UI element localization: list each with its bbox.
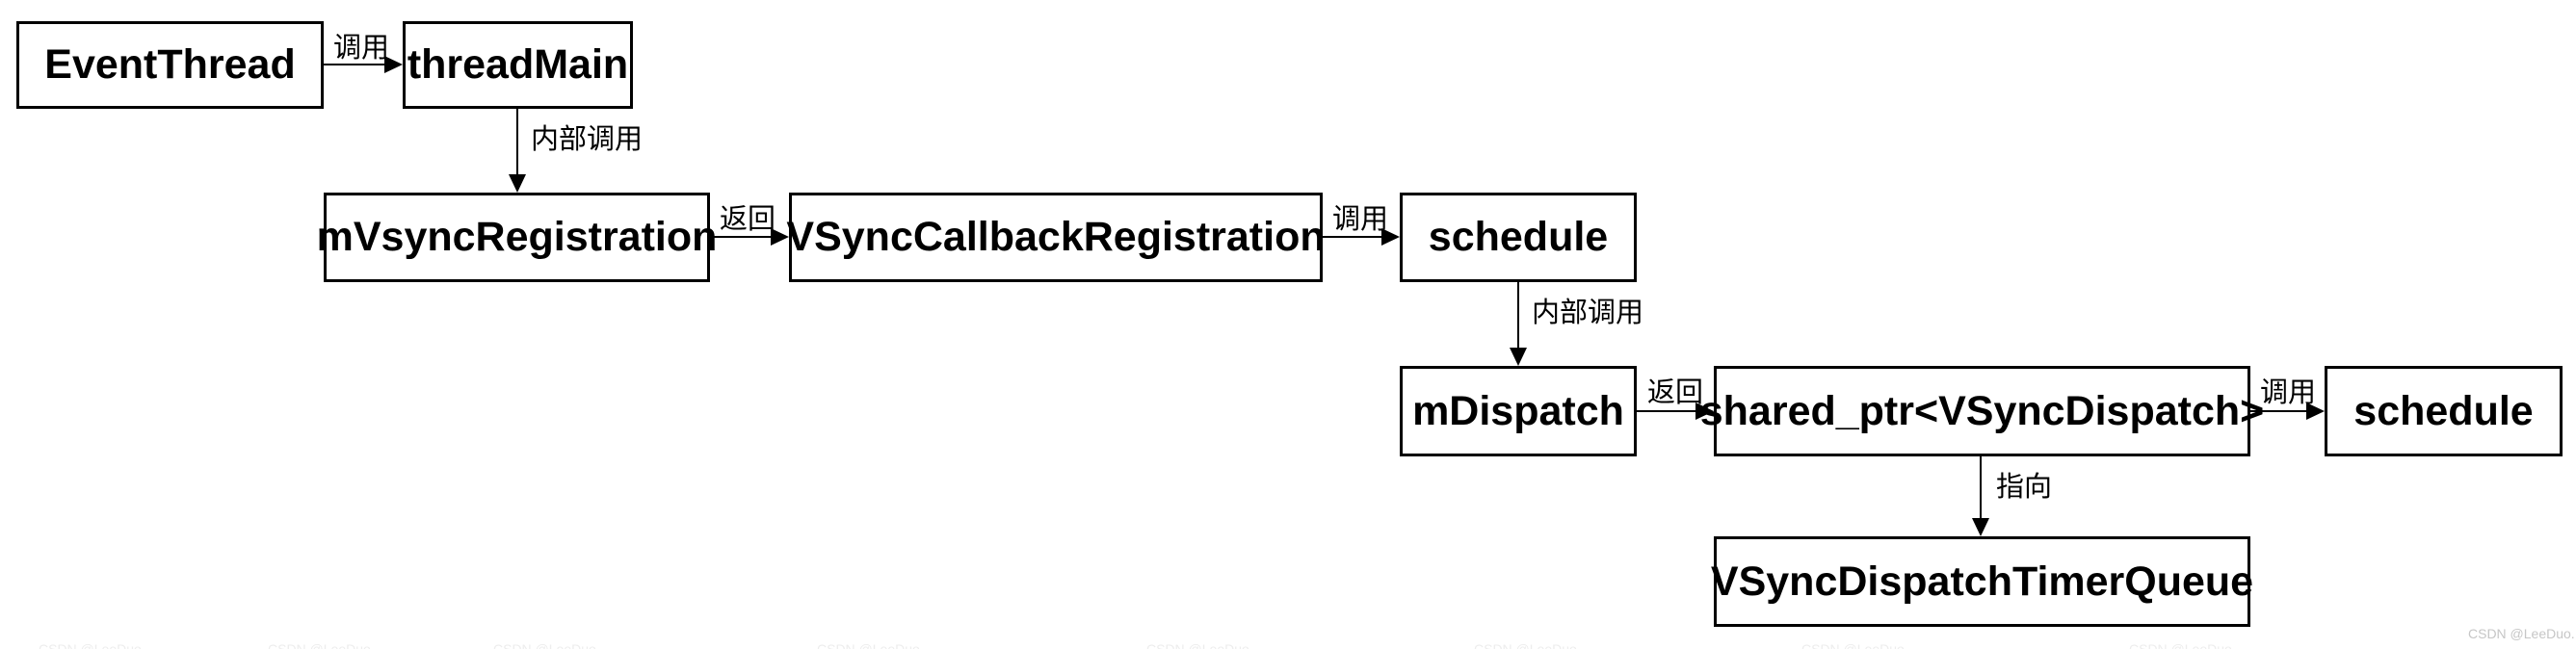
- node-threadmain-label: threadMain: [407, 41, 629, 88]
- edge-return-2-label: 返回: [1647, 377, 1704, 408]
- edge-call-2-arrowhead-icon: [1381, 228, 1400, 246]
- watermark: CSDN @LeeDuo.: [2468, 626, 2575, 641]
- edge-call-1-label: 调用: [333, 33, 390, 64]
- edge-points-to-label: 指向: [1996, 472, 2053, 503]
- edge-internal-call-1-label: 内部调用: [531, 124, 644, 155]
- edge-call-2-label: 调用: [1332, 204, 1389, 235]
- node-vsyncdispatchtimerqueue: VSyncDispatchTimerQueue: [1710, 536, 2254, 627]
- node-schedule-2-label: schedule: [2353, 387, 2534, 434]
- node-sharedptr-vsyncdispatch: shared_ptr<VSyncDispatch>: [1700, 366, 2264, 456]
- edge-internal-call-1-arrowhead-icon: [509, 174, 526, 193]
- watermark-tile: CSDN @LeeDuo.: [1801, 641, 1908, 649]
- edge-internal-call-2-line: [1517, 282, 1519, 349]
- node-mdispatch: mDispatch: [1400, 366, 1637, 456]
- edge-call-2-line: [1323, 236, 1382, 238]
- watermark-tile: CSDN @LeeDuo.: [1474, 641, 1581, 649]
- node-schedule-1: schedule: [1400, 193, 1637, 282]
- watermark-tile: CSDN @LeeDuo.: [493, 641, 600, 649]
- node-sharedptr-vsyncdispatch-label: shared_ptr<VSyncDispatch>: [1699, 387, 2265, 434]
- watermark-tile: CSDN @LeeDuo.: [817, 641, 924, 649]
- watermark-tile: CSDN @LeeDuo.: [39, 641, 145, 649]
- edge-call-3-label: 调用: [2260, 377, 2317, 408]
- node-mvsyncregistration-label: mVsyncRegistration: [316, 214, 718, 260]
- node-schedule-2: schedule: [2325, 366, 2563, 456]
- edge-internal-call-2-label: 内部调用: [1532, 298, 1644, 328]
- edge-call-1-arrowhead-icon: [384, 56, 403, 73]
- edge-return-2-line: [1637, 410, 1696, 412]
- node-eventthread-label: EventThread: [44, 41, 296, 88]
- node-schedule-1-label: schedule: [1428, 214, 1609, 260]
- node-mvsyncregistration: mVsyncRegistration: [317, 193, 717, 282]
- node-threadmain: threadMain: [403, 21, 633, 109]
- edge-return-1-line: [710, 236, 772, 238]
- edge-internal-call-2-arrowhead-icon: [1510, 348, 1527, 366]
- edge-return-1-arrowhead-icon: [771, 228, 789, 246]
- edge-return-1-label: 返回: [720, 204, 776, 235]
- watermark-tile: CSDN @LeeDuo.: [268, 641, 375, 649]
- node-mdispatch-label: mDispatch: [1412, 387, 1624, 434]
- edge-points-to-line: [1980, 456, 1982, 519]
- watermark-tile: CSDN @LeeDuo.: [2129, 641, 2236, 649]
- node-vsynccallbackregistration: VSyncCallbackRegistration: [786, 193, 1326, 282]
- edge-internal-call-1-line: [516, 109, 518, 176]
- edge-call-3-line: [2250, 410, 2307, 412]
- edge-points-to-arrowhead-icon: [1972, 518, 1989, 536]
- node-vsyncdispatchtimerqueue-label: VSyncDispatchTimerQueue: [1710, 558, 2254, 605]
- edge-call-3-arrowhead-icon: [2306, 402, 2325, 420]
- edge-call-1-line: [324, 64, 385, 65]
- node-eventthread: EventThread: [16, 21, 324, 109]
- node-vsynccallbackregistration-label: VSyncCallbackRegistration: [786, 214, 1326, 260]
- watermark-tile: CSDN @LeeDuo.: [1146, 641, 1253, 649]
- edge-return-2-arrowhead-icon: [1695, 402, 1714, 420]
